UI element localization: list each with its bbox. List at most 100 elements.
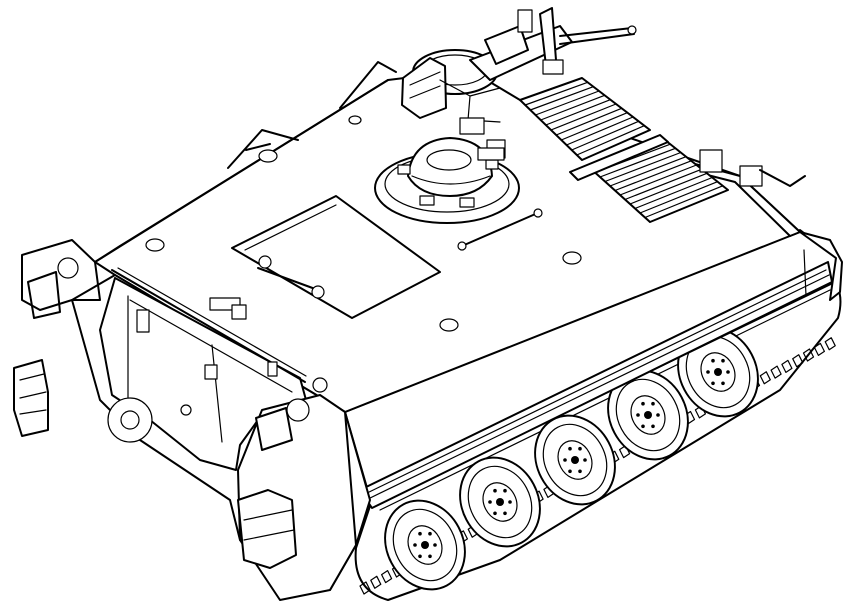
deck-edge [94,79,389,263]
road-wheel [459,456,541,548]
ramp-fitting [267,361,278,377]
vent-cap-3 [439,318,459,332]
box-slats-2 [243,509,295,541]
rear-face [13,239,371,601]
wheel-bolt [711,358,715,363]
left-tail-light [27,271,61,319]
grille-slat [534,90,600,116]
cupola-base-line [411,175,491,185]
mg-barrel [559,27,633,37]
ramp-handle [204,364,218,380]
ramp-bolt [180,404,192,416]
grille-slat [614,160,692,192]
wheel-bolt [651,401,655,406]
wheel-bolt [578,469,582,474]
wheel-bolt [583,458,587,462]
mg-sight [517,9,533,33]
wheel-axle [496,498,504,506]
wheel-bolt [641,424,645,429]
grille-front-slats [594,143,724,219]
mg-barrel-2 [559,33,635,45]
mg-muzzle [627,25,637,35]
rear-grab-handle [227,129,299,169]
hatch-hinge-rod [257,267,319,291]
left-stowage-box [13,359,49,437]
road-wheel [607,369,689,461]
road-wheel [384,499,466,591]
grille-slat [571,120,640,151]
antenna-mount [339,61,397,109]
deck-rod [461,211,541,247]
wheel-axle [714,368,722,376]
grille-rear-slats [524,81,645,156]
wheel-bolt [493,488,497,493]
wheel-bolt [636,413,640,417]
front-fitting [739,165,763,187]
wheel-bolt [568,469,572,474]
vision-block-3 [459,197,475,208]
grille-slat [599,147,677,178]
ramp-seam [211,344,223,443]
deck-fitting-b [231,304,247,320]
hatch-hinge-1 [258,255,272,269]
wheel-axle [644,411,652,419]
wheel-bolt [578,446,582,451]
left-rear-corner [21,239,101,311]
wheel-bolt [726,370,730,374]
wheel-bolt [493,511,497,516]
road-wheel [677,326,759,418]
ramp-top-rail [129,299,293,393]
vent-cap-5 [348,115,362,125]
ramp-latch [136,309,150,333]
skirt-line [362,269,827,496]
road-wheels [384,326,759,591]
wheel-bolt [503,488,507,493]
wheel-axle [421,541,429,549]
grille-slat [619,164,698,196]
wheel-bolt [503,511,507,516]
grille-slat [609,156,687,187]
exhaust-box [699,149,723,173]
grille-slat [540,94,606,121]
hatch-ribs [409,71,441,99]
vision-block-2 [485,159,499,170]
fender-detail [803,249,807,297]
vent-cap-2 [258,149,278,163]
wheel-axle [571,456,579,464]
cupola-hatch [426,149,472,171]
grille-slat [545,99,611,126]
wheel-bolt [428,531,432,536]
grille-slat [624,168,703,201]
grille-slat [634,176,713,210]
wheel-bolt [508,500,512,504]
mg-pedestal [459,117,485,135]
grille-slat [524,81,589,106]
wheel-bolt [433,543,437,547]
grille-slat [576,125,645,156]
wheel-bolt [721,381,725,386]
hatch-edge [244,204,337,251]
right-stowage-box [237,489,297,569]
skirt-line-2 [365,274,830,501]
vision-block-1 [397,164,411,175]
grille-slat [529,86,594,111]
wheel-bolt [706,370,710,374]
grille-divider [569,134,669,181]
grille-slat [639,181,719,214]
periscope-box [477,147,505,161]
wheel-bolt [721,358,725,363]
road-wheel [534,414,616,506]
vent-cap-1 [145,238,165,252]
grille-slat [560,112,628,141]
right-pioneer-fitting [286,398,310,422]
wheel-bolt [711,381,715,386]
grille-slat [629,172,708,205]
rear-ramp [99,277,307,471]
grille-slat [644,185,724,219]
mg-mount-block [484,25,529,65]
left-pioneer-fitting [57,257,79,279]
driver-hatch [401,57,447,119]
mg-shield [539,7,557,67]
wheel-bolt [413,543,417,547]
wheel-bolt [418,531,422,536]
